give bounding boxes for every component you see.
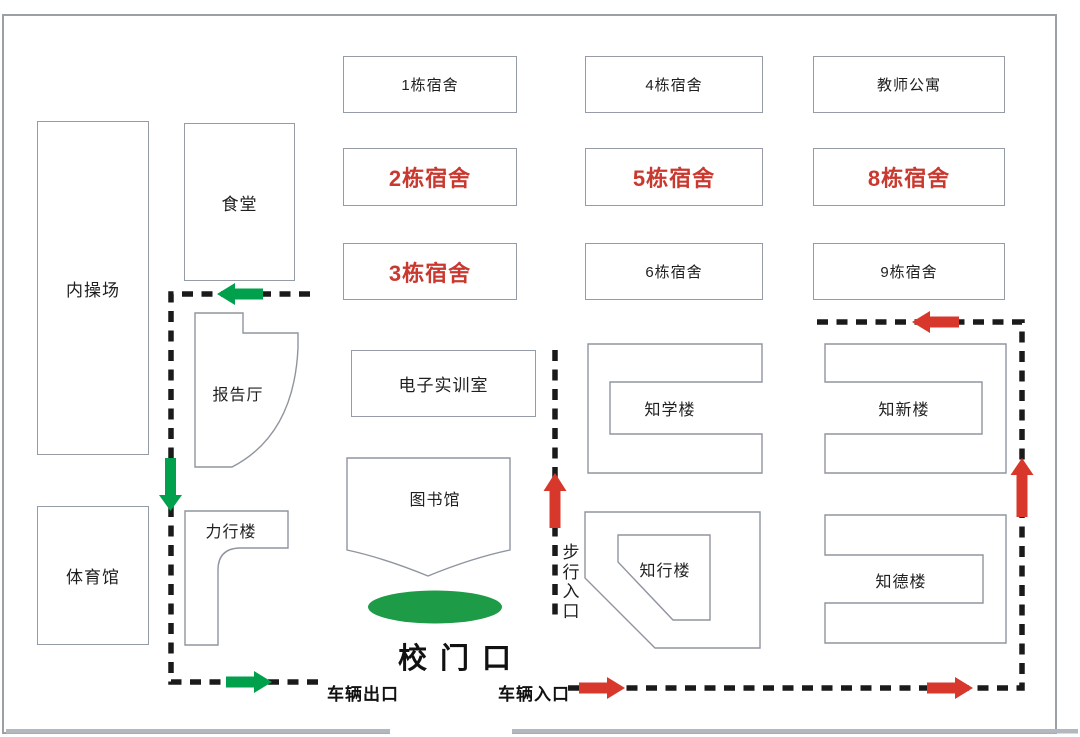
school-gate-title: 校门口 [398, 643, 525, 675]
zhixing-building-inner-shape [617, 534, 711, 621]
building-canteen: 食堂 [184, 123, 295, 281]
building-dorm-3: 3栋宿舍 [343, 243, 517, 300]
library-label: 图书馆 [409, 492, 461, 509]
campus-wall-left [6, 729, 390, 734]
pedestrian-entry-label: 步行入口 [562, 543, 580, 621]
exit-arrow-right-icon [226, 671, 272, 693]
zhide-building-shape [824, 514, 1007, 644]
building-dorm-1: 1栋宿舍 [343, 56, 517, 113]
lecture-hall-label: 报告厅 [212, 387, 264, 404]
vehicle-entry-label: 车辆入口 [498, 685, 570, 704]
zhixin-building-shape [824, 343, 1007, 474]
pedestrian-arrow-up-icon [543, 473, 567, 528]
zhixue-building-label: 知学楼 [644, 402, 696, 419]
entry-arrow-up-icon [1010, 458, 1034, 517]
building-gym: 体育馆 [37, 506, 149, 645]
vehicle-exit-label: 车辆出口 [327, 685, 399, 704]
building-dorm-5: 5栋宿舍 [585, 148, 763, 206]
school-gate-ellipse [368, 590, 502, 624]
building-teacher-apartment: 教师公寓 [813, 56, 1005, 113]
building-dorm-2: 2栋宿舍 [343, 148, 517, 206]
zhixue-building-shape [587, 343, 763, 474]
exit-arrow-left-icon [217, 283, 263, 305]
building-dorm-8: 8栋宿舍 [813, 148, 1005, 206]
entry-arrow-right2-icon [927, 677, 973, 699]
entry-arrow-left-icon [912, 311, 959, 333]
building-dorm-6: 6栋宿舍 [585, 243, 763, 300]
building-inner-playground: 内操场 [37, 121, 149, 455]
library-shape [346, 457, 511, 577]
campus-wall-right [512, 729, 1078, 734]
zhixing-building-label: 知行楼 [639, 563, 691, 580]
zhide-building-label: 知德楼 [875, 574, 927, 591]
zhixin-building-label: 知新楼 [878, 402, 930, 419]
entry-arrow-right-icon [579, 677, 625, 699]
building-dorm-9: 9栋宿舍 [813, 243, 1005, 300]
lixing-building-shape [184, 510, 289, 646]
lixing-building-label: 力行楼 [205, 524, 257, 541]
exit-arrow-down-icon [159, 458, 182, 511]
building-electronics-training-room: 电子实训室 [351, 350, 536, 417]
building-dorm-4: 4栋宿舍 [585, 56, 763, 113]
lecture-hall-shape [194, 312, 299, 468]
